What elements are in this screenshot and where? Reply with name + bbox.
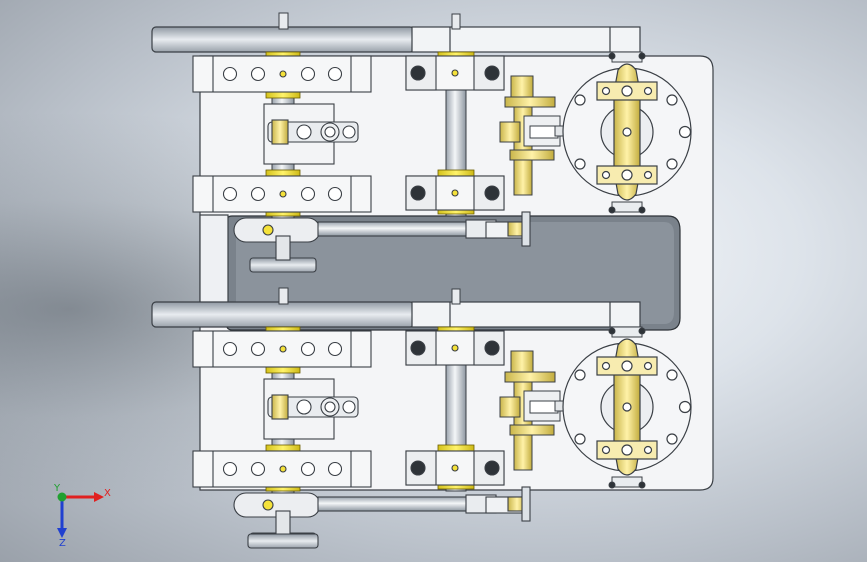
layshaft-block-upper: [405, 55, 505, 91]
x-axis-arrowhead: [94, 492, 104, 502]
cylinder-studs: [608, 51, 646, 214]
y-axis-label: Y: [53, 483, 61, 494]
flywheel: [151, 26, 641, 53]
crank-web: [263, 103, 359, 165]
shaft-pin-top: [451, 13, 461, 30]
pillow-block-upper: [192, 55, 372, 93]
x-axis-label: X: [104, 488, 111, 499]
z-axis-arrowhead: [57, 528, 67, 538]
crosshead-assembly: [499, 75, 561, 196]
cylinder: [562, 63, 692, 201]
coordinate-triad: X Y Z: [53, 483, 111, 549]
crank-pin-top: [278, 12, 289, 30]
layshaft-block-lower: [405, 175, 505, 211]
y-axis-dot: [57, 492, 67, 502]
engine-unit-top: [151, 12, 692, 273]
crank-disc: [249, 235, 317, 273]
bottom-crank-disc: [247, 533, 319, 549]
z-axis-label: Z: [59, 538, 66, 549]
pillow-block-lower: [192, 175, 372, 213]
